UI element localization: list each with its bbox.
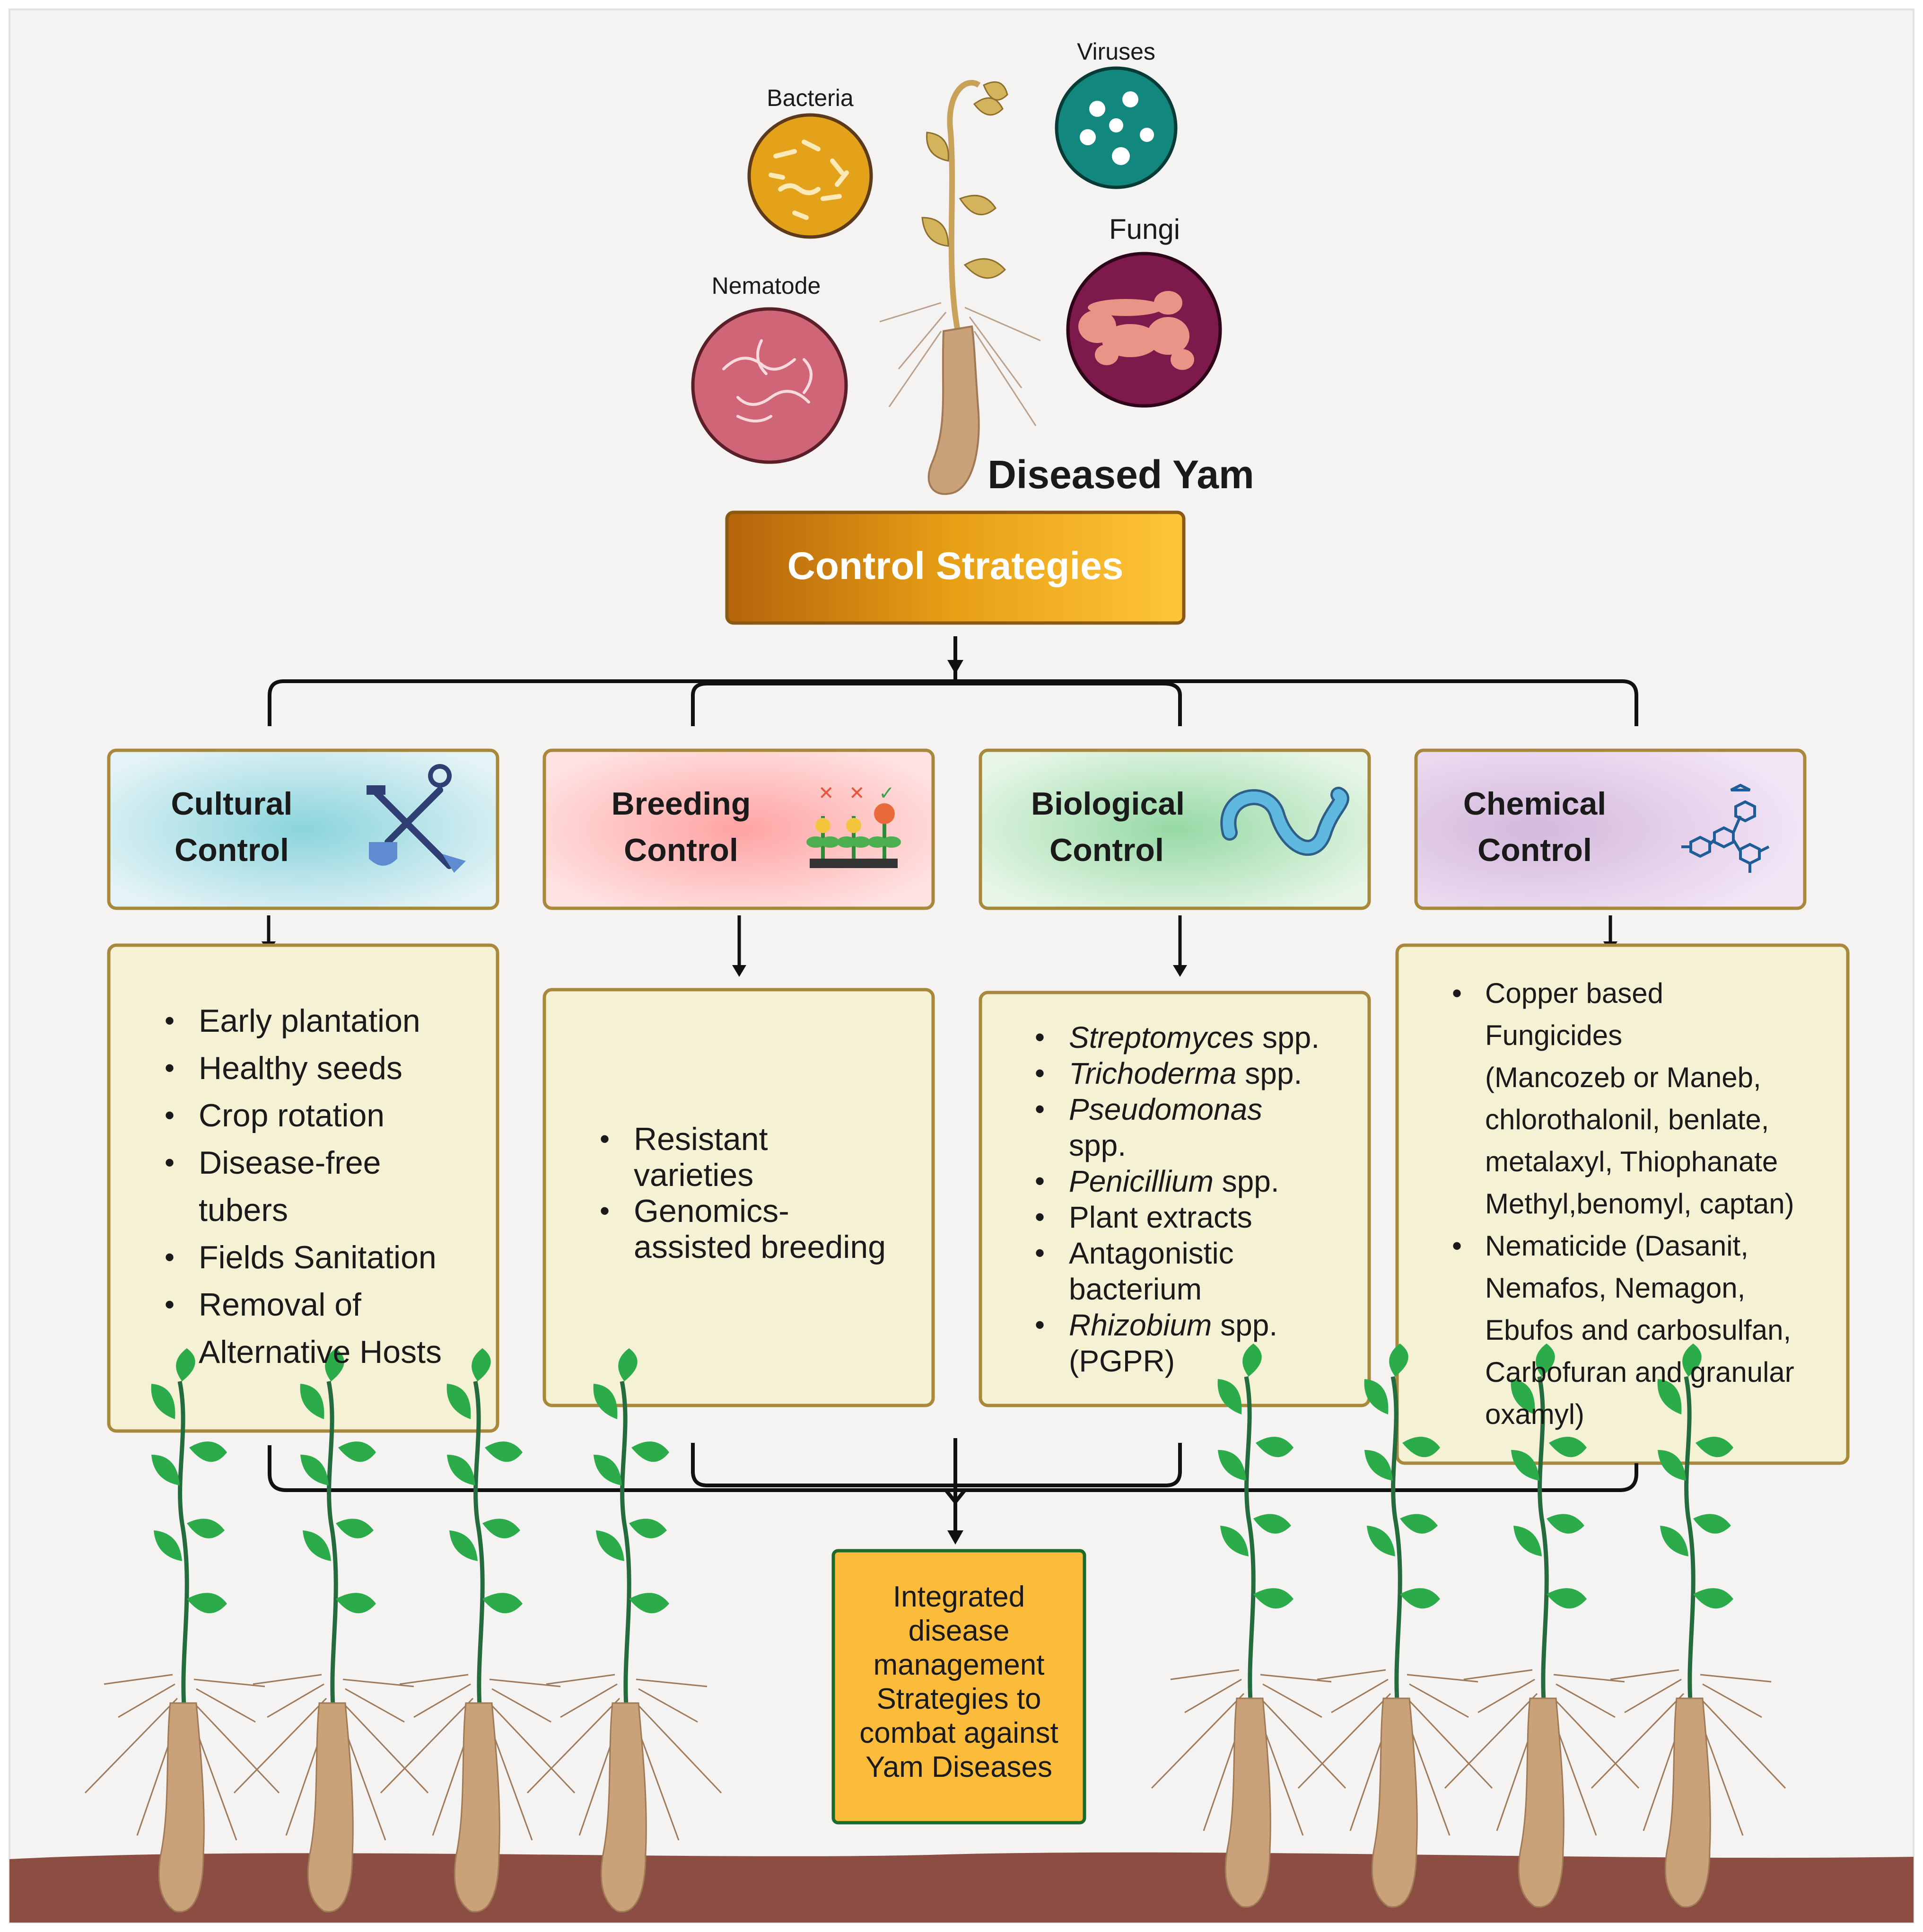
list-item-continued: metalaxyl, Thiophanate [1485,1146,1778,1177]
list-item-continued: bacterium [1069,1272,1202,1306]
chemical-list-box [1395,943,1850,1465]
integrated-box-text: Integrated disease management Strategies… [833,1580,1084,1784]
integrated-box [831,1549,1086,1825]
viruses-icon [1055,66,1178,189]
viruses-label: Viruses [1077,38,1155,65]
list-item-continued: assisted breeding [634,1229,886,1265]
list-item: Rhizobium spp. [1012,1307,1367,1343]
integrated-line: Yam Diseases [865,1751,1053,1783]
bacteria-label: Bacteria [767,85,854,111]
list-item-continued: Carbofuran and granular [1485,1356,1794,1388]
integrated-line: Integrated [892,1581,1025,1613]
list-item: Removal of [142,1281,492,1328]
molecule-icon [1681,783,1770,873]
svg-text:✕: ✕ [849,782,865,804]
soil [9,1852,1914,1923]
list-item: Streptomyces spp. [1012,1019,1367,1055]
diseased-yam-plant [879,80,1041,495]
list-item: Pseudomonas [1012,1091,1367,1127]
list-item-continued: varieties [634,1157,754,1193]
chemical-title-line1: Chemical [1463,786,1607,822]
list-item-continued: oxamyl) [1485,1398,1585,1430]
cultural-title-line1: Cultural [171,786,293,822]
svg-text:✕: ✕ [818,782,834,804]
list-item-continued: (Mancozeb or Maneb, [1485,1062,1761,1093]
cultural-title-line2: Control [175,832,289,868]
breeding-title-line1: Breeding [611,786,751,822]
cultural-control-box [107,748,499,910]
breeding-list: Resistant varieties Genomics- assisted b… [577,1121,927,1265]
list-item: Trichoderma spp. [1012,1055,1367,1091]
worm-icon [1220,787,1349,856]
integrated-line: Strategies to [876,1683,1041,1715]
list-item: Disease-free [142,1139,492,1186]
list-item-continued: Fungicides [1485,1019,1623,1051]
biological-title-line2: Control [1049,832,1164,868]
list-item: Healthy seeds [142,1045,492,1092]
integrated-line: management [873,1649,1045,1681]
list-item-continued: (PGPR) [1069,1344,1175,1378]
shovel-fork-icon [367,764,466,873]
list-item: Plant extracts [1012,1199,1367,1235]
bacteria-icon [747,113,873,239]
fungi-label: Fungi [1109,213,1180,245]
bottom-connectors [268,1438,1638,1533]
fungi-icon [1066,252,1222,408]
svg-text:✓: ✓ [879,782,895,804]
list-item-continued: Ebufos and carbosulfan, [1485,1314,1792,1346]
list-item: Copper based [1442,972,1844,1014]
list-item-continued: chlorothalonil, benlate, [1485,1104,1769,1135]
list-item: Nematicide (Dasanit, [1442,1225,1844,1267]
chemical-title-line2: Control [1477,832,1592,868]
integrated-line: disease [908,1615,1010,1647]
list-item-continued: Alternative Hosts [199,1334,442,1370]
biological-list: Streptomyces spp. Trichoderma spp. Pseud… [1012,1019,1367,1379]
chemical-list: Copper based Fungicides (Mancozeb or Man… [1442,972,1844,1435]
nematode-icon [691,307,848,464]
down-arrows [267,915,1612,967]
list-item-continued: Nemafos, Nemagon, [1485,1272,1746,1304]
nematode-label: Nematode [711,272,821,299]
list-item-continued: spp. [1069,1128,1126,1162]
list-item-continued: Methyl,benomyl, captan) [1485,1188,1794,1220]
list-item: Penicillium spp. [1012,1163,1367,1199]
control-strategies-title: Control Strategies [787,544,1124,588]
seedlings-icon: ✕ ✕ ✓ [806,782,901,868]
chemical-control-box [1414,748,1807,910]
list-item-continued: tubers [199,1192,288,1228]
list-item: Antagonistic [1012,1235,1367,1271]
control-strategies-box [725,510,1186,625]
list-item: Resistant [577,1121,927,1157]
diseased-yam-label: Diseased Yam [988,452,1254,497]
list-item: Early plantation [142,997,492,1045]
list-item: Fields Sanitation [142,1234,492,1281]
list-item: Crop rotation [142,1092,492,1139]
cultural-list: Early plantation Healthy seeds Crop rota… [142,997,492,1376]
biological-title-line1: Biological [1031,786,1185,822]
breeding-title-line2: Control [624,832,738,868]
list-item: Genomics- [577,1193,927,1229]
integrated-line: combat against [859,1717,1058,1749]
breeding-control-box [542,748,935,910]
biological-control-box [979,748,1371,910]
